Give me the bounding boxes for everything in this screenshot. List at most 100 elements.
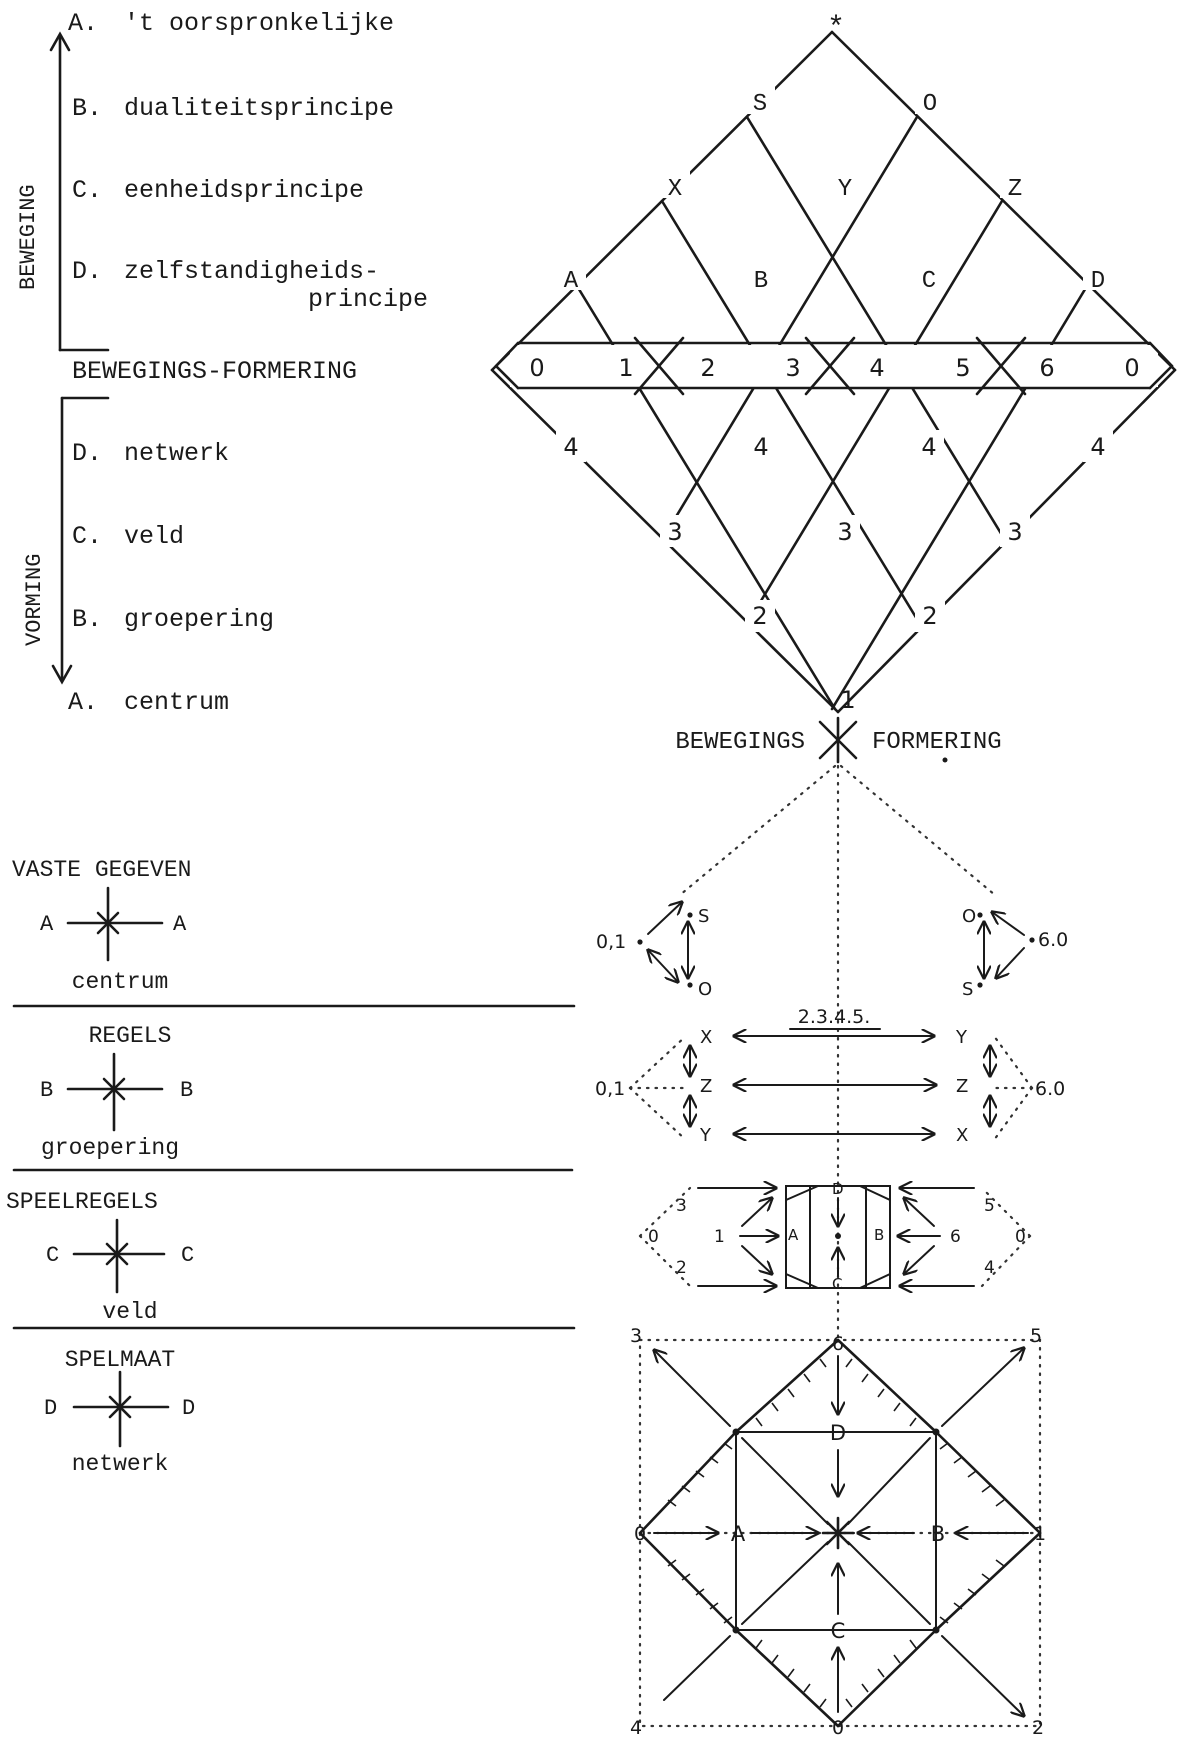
band-cross-2b — [804, 336, 856, 396]
bewegings-formering-caption: BEWEGINGS FORMERING — [675, 716, 1002, 764]
rule-3-letter-right: D — [182, 1396, 195, 1421]
s2-r3: X — [956, 1125, 968, 1146]
lattice-label-o: O — [923, 91, 937, 118]
caption-formering: FORMERING — [872, 729, 1002, 756]
legend-bottom-item-b-letter: B. — [72, 605, 102, 634]
legend-top-item-b-letter: B. — [72, 94, 102, 123]
band-cross-3b — [975, 336, 1027, 396]
s4-a: A — [731, 1522, 746, 1546]
rule-caption-groepering: groepering — [41, 1135, 179, 1161]
legend-bottom-item-a-letter: A. — [68, 688, 98, 717]
diamond-edge-top-right — [830, 30, 1177, 372]
rule-1-letter-left: B — [40, 1078, 53, 1103]
vorming-arrow-head — [51, 664, 73, 685]
legend-bottom-item-a-text: centrum — [124, 688, 229, 717]
s2-l2: Z — [700, 1076, 712, 1097]
s3-r0: 0 — [1015, 1227, 1026, 1247]
lattice-label-4a: 4 — [563, 433, 578, 461]
s1-right-top: O — [962, 906, 976, 927]
rule-2-letter-left: C — [46, 1243, 59, 1268]
legend-top-item-a-letter: A. — [68, 9, 98, 38]
s3-l1: 1 — [714, 1227, 725, 1247]
lattice-label-4c: 4 — [921, 433, 936, 461]
s4-bl: 4 — [630, 1717, 642, 1739]
lattice-label-x: X — [668, 176, 682, 203]
sketch-4: 3 6 5 0 1 4 0 2 — [630, 1325, 1046, 1739]
rule-title-vaste-gegeven: VASTE GEGEVEN — [12, 857, 191, 883]
rule-3-star-cross-icon — [72, 1370, 170, 1448]
lattice-line-1 — [745, 115, 1007, 542]
rule-2-letter-right: C — [181, 1243, 194, 1268]
lattice-label-c: C — [922, 268, 936, 295]
s1-left-bottom: O — [698, 979, 712, 1000]
band-left-cap-top — [494, 341, 520, 368]
s4-tl: 3 — [630, 1325, 642, 1347]
sketch-1-right: O S 6.0 — [962, 906, 1068, 1000]
s1-right-label: 6.0 — [1038, 929, 1068, 951]
band-number-4: 4 — [869, 354, 884, 382]
vorming-label: VORMING — [22, 554, 47, 646]
s3-ca: A — [788, 1226, 799, 1244]
legend-top-item-d-line2: principe — [308, 285, 428, 314]
s4-br: 2 — [1032, 1717, 1044, 1739]
lattice-label-s: S — [753, 91, 767, 118]
legend-bottom-item-d-text: netwerk — [124, 439, 229, 468]
lattice-label-a: A — [564, 268, 579, 295]
rule-0-letter-left: A — [40, 912, 54, 937]
band-number-0: 0 — [529, 354, 544, 382]
legend-bottom-item-d-letter: D. — [72, 439, 102, 468]
legend-top-item-c-letter: C. — [72, 176, 102, 205]
legend-bottom-item-c-letter: C. — [72, 522, 102, 551]
band-cross-1b — [633, 336, 685, 396]
beweging-arrow-head — [49, 31, 71, 52]
lattice-label-4b: 4 — [753, 433, 768, 461]
lattice-label-b: B — [754, 268, 768, 295]
s1-right-bottom: S — [962, 979, 973, 1000]
s3-l2: 2 — [676, 1258, 687, 1278]
rule-caption-netwerk: netwerk — [72, 1451, 169, 1477]
legend-beweging-vorming: BEWEGING A. 't oorspronkelijke B. dualit… — [16, 9, 428, 717]
s2-r1: Y — [955, 1027, 968, 1048]
label-knockouts — [556, 82, 1113, 632]
rule-1-star-cross-icon — [66, 1052, 164, 1132]
s4-tr: 5 — [1030, 1325, 1042, 1347]
legend-bottom-item-b-text: groepering — [124, 605, 274, 634]
s3-cc: C — [832, 1275, 842, 1293]
lattice-label-2a: 2 — [752, 602, 767, 630]
s3-center-box — [785, 1185, 891, 1289]
rule-3-letter-left: D — [44, 1396, 57, 1421]
band-number-3: 3 — [785, 354, 800, 382]
rule-2-star-cross-icon — [72, 1218, 166, 1294]
s3-r4: 4 — [984, 1258, 995, 1278]
beweging-label: BEWEGING — [16, 184, 41, 290]
legend-bottom-item-c-text: veld — [124, 522, 184, 551]
rules-section: VASTE GEGEVEN A A centrum REGELS B B gro… — [6, 857, 576, 1477]
rule-title-regels: REGELS — [89, 1023, 172, 1049]
lattice-line-5 — [745, 199, 1004, 626]
lattice-label-d: D — [1091, 268, 1105, 295]
band-number-6: 6 — [1039, 354, 1054, 382]
caption-bewegings: BEWEGINGS — [675, 729, 805, 756]
s2-l1: X — [700, 1027, 712, 1048]
s2-right-label: 6.0 — [1035, 1078, 1065, 1100]
diamond-lattice: * S O X Y Z A B C D 0 1 2 3 4 5 6 0 4 4 … — [490, 12, 1177, 714]
legend-top-item-b-text: dualiteitsprincipe — [124, 94, 394, 123]
lattice-label-3a: 3 — [667, 518, 682, 546]
band-numbers: 0 1 2 3 4 5 6 0 — [529, 354, 1139, 382]
band-background — [510, 345, 1158, 387]
s2-r2: Z — [956, 1076, 968, 1097]
lattice-label-3b: 3 — [837, 518, 852, 546]
sketch-2: 2.3.4.5. 0,1 6.0 X Z Y Y Z X — [595, 1006, 1065, 1146]
projection-lines — [678, 764, 997, 1342]
rule-0-star-cross-icon — [66, 886, 164, 962]
rule-1-letter-right: B — [180, 1078, 193, 1103]
legend-top-item-a-text: 't oorspronkelijke — [124, 9, 394, 38]
lattice-label-4d: 4 — [1090, 433, 1105, 461]
band-right-cap-top — [1148, 341, 1174, 368]
s3-r5: 5 — [984, 1196, 995, 1216]
sketch-1-left: 0,1 S O — [596, 902, 712, 1000]
sketch-1: 0,1 S O O S 6.0 — [596, 902, 1068, 1000]
legend-top-item-d-letter: D. — [72, 257, 102, 286]
band-number-0-end: 0 — [1124, 354, 1139, 382]
s2-left-label: 0,1 — [595, 1078, 625, 1100]
